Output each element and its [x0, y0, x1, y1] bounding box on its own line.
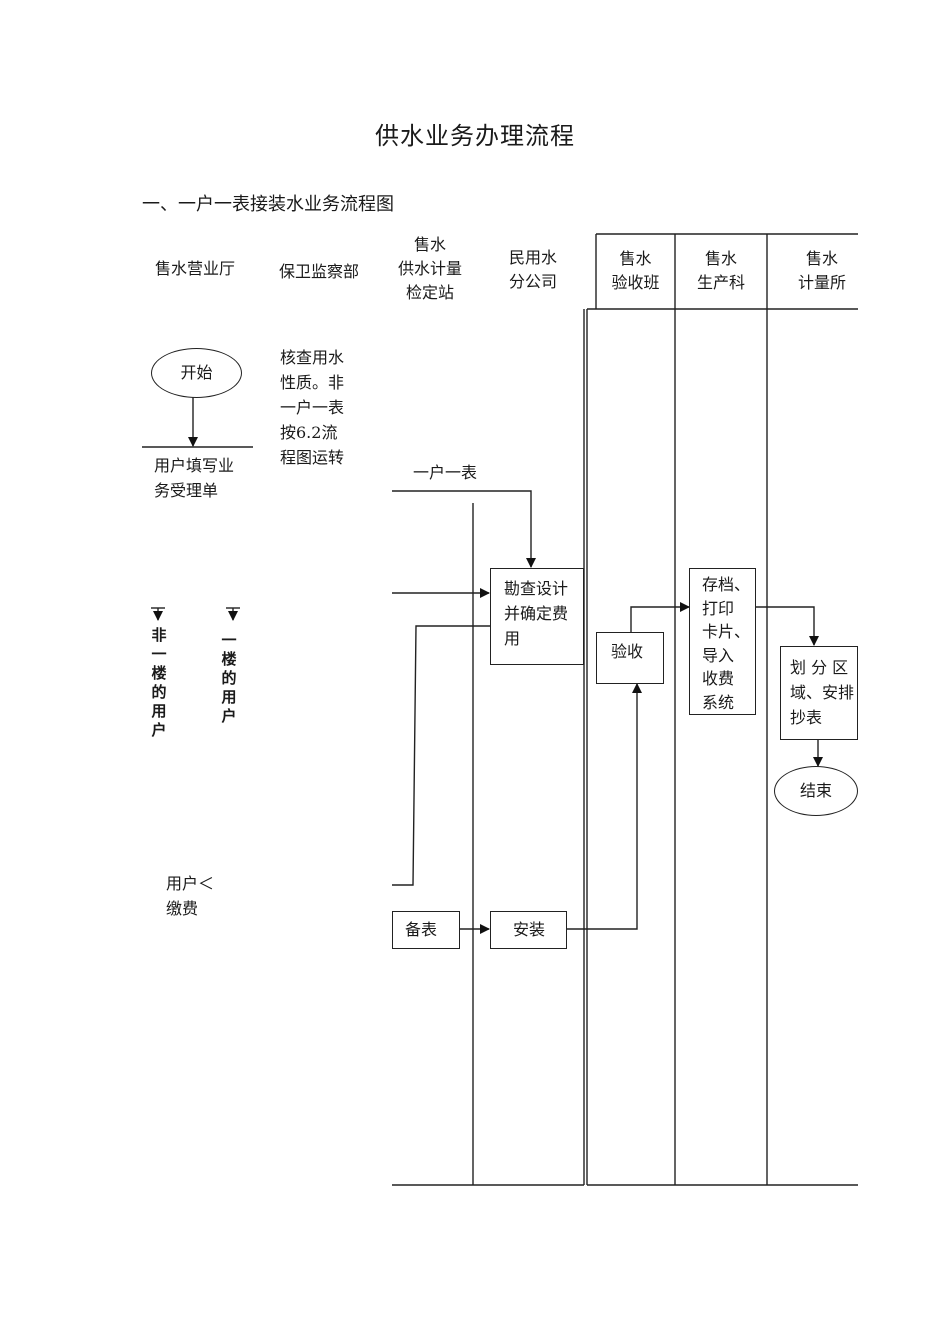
security-check-note: 核查用水 性质。非 一户一表 按6.2流 程图运转: [280, 348, 345, 467]
lane-header-metering-office: 售水 计量所: [797, 249, 846, 292]
section-heading: 一、一户一表接装水业务流程图: [142, 194, 394, 215]
arrow-one-meter: [392, 490, 536, 568]
one-meter-label: 一户一表: [413, 463, 478, 482]
lane-header-civil-water: 民用水 分公司: [508, 248, 557, 291]
line-pay-to-survey: [392, 625, 490, 886]
archive-box: 存档、 打印 卡片、 导入 收费 系统: [689, 568, 756, 715]
prepare-meter-box: 备表: [392, 911, 460, 949]
arrow-accept-to-archive: [630, 602, 690, 632]
arrow-install-to-accept: [567, 683, 642, 930]
end-node: 结束: [774, 766, 858, 816]
lane-header-metering-station: 售水 供水计量 检定站: [397, 235, 462, 302]
lane-header-production: 售水 生产科: [696, 249, 745, 292]
assign-area-box: 划 分 区 域、安排 抄表: [780, 646, 858, 740]
lane-header-acceptance: 售水 验收班: [611, 249, 660, 292]
lane-header-security: 保卫监察部: [278, 262, 359, 281]
start-node: 开始: [151, 348, 242, 398]
page-title: 供水业务办理流程: [375, 122, 575, 150]
user-pay-step: 用户＜ 缴费: [166, 874, 215, 918]
non-first-floor-label: 非一楼的用户: [151, 626, 167, 739]
first-floor-label: 一楼的用户: [221, 631, 237, 725]
lane-header-sales-hall: 售水营业厅: [154, 259, 235, 278]
arrow-archive-to-assign: [756, 606, 819, 646]
survey-design-box: 勘查设计 并确定费 用: [490, 568, 584, 665]
install-box: 安装: [490, 911, 567, 949]
fill-form-step: 用户填写业 务受理单: [154, 456, 235, 500]
acceptance-box: 验收: [596, 632, 664, 684]
